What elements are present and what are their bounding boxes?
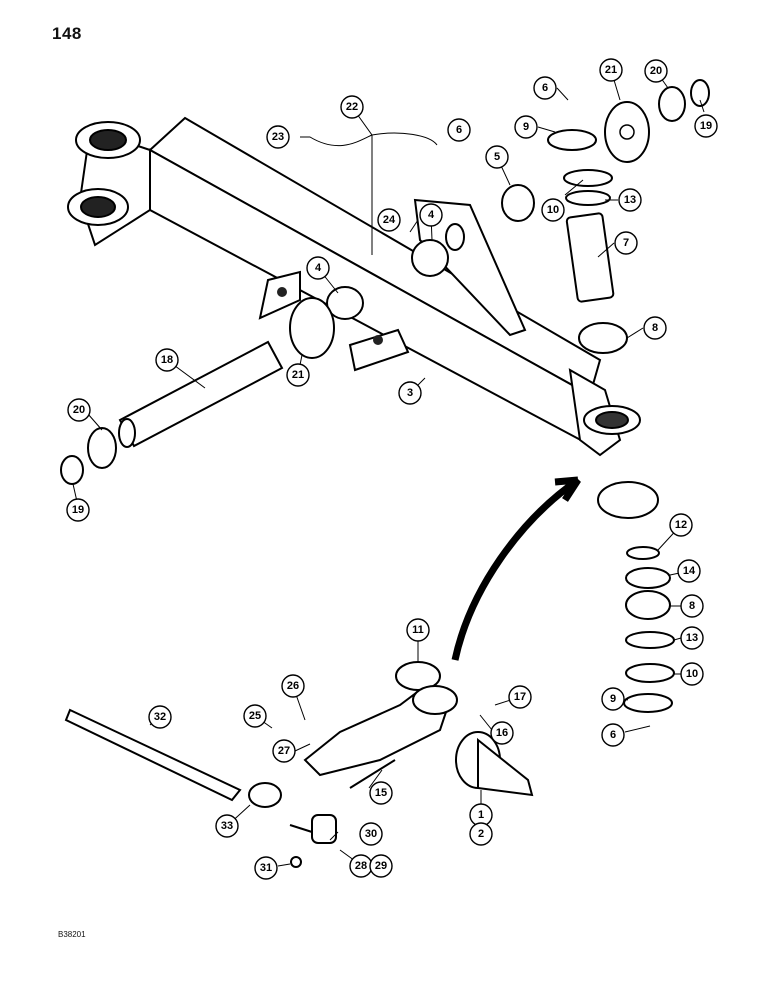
callout-17: 17 bbox=[508, 685, 532, 709]
svg-text:27: 27 bbox=[278, 745, 290, 757]
svg-text:22: 22 bbox=[346, 101, 358, 113]
callout-18: 18 bbox=[155, 348, 179, 372]
svg-text:7: 7 bbox=[623, 237, 629, 249]
svg-text:18: 18 bbox=[161, 354, 173, 366]
svg-text:6: 6 bbox=[610, 729, 616, 741]
callout-15: 15 bbox=[369, 781, 393, 805]
svg-text:24: 24 bbox=[383, 214, 396, 226]
svg-text:12: 12 bbox=[675, 519, 687, 531]
axle-beam bbox=[67, 116, 641, 457]
callout-33: 33 bbox=[215, 814, 239, 838]
svg-text:16: 16 bbox=[496, 727, 508, 739]
svg-text:1: 1 bbox=[478, 809, 484, 821]
callout-6: 6 bbox=[447, 118, 471, 142]
callout-32: 32 bbox=[148, 705, 172, 729]
callout-22: 22 bbox=[340, 95, 364, 119]
callout-30: 30 bbox=[359, 822, 383, 846]
svg-text:20: 20 bbox=[650, 65, 662, 77]
svg-text:30: 30 bbox=[365, 828, 377, 840]
callout-19: 19 bbox=[66, 498, 90, 522]
svg-text:21: 21 bbox=[292, 369, 304, 381]
callout-31: 31 bbox=[254, 856, 278, 880]
callout-21: 21 bbox=[286, 363, 310, 387]
svg-text:25: 25 bbox=[249, 710, 261, 722]
callout-4: 4 bbox=[306, 256, 330, 280]
callout-20: 20 bbox=[67, 398, 91, 422]
svg-text:21: 21 bbox=[605, 64, 617, 76]
svg-text:8: 8 bbox=[689, 600, 695, 612]
svg-text:4: 4 bbox=[428, 209, 435, 221]
callout-23: 23 bbox=[266, 125, 290, 149]
steering-spindle bbox=[64, 685, 534, 868]
callout-7: 7 bbox=[614, 231, 638, 255]
king-pin-upper-stack bbox=[289, 79, 710, 359]
callout-10: 10 bbox=[680, 662, 704, 686]
svg-text:6: 6 bbox=[456, 124, 462, 136]
svg-text:19: 19 bbox=[700, 120, 712, 132]
callout-26: 26 bbox=[281, 674, 305, 698]
svg-text:8: 8 bbox=[652, 322, 658, 334]
svg-text:23: 23 bbox=[272, 131, 284, 143]
callout-5: 5 bbox=[485, 145, 509, 169]
king-pin-lower-stack bbox=[395, 481, 675, 713]
svg-text:19: 19 bbox=[72, 504, 84, 516]
callout-20: 20 bbox=[644, 59, 668, 83]
callout-9: 9 bbox=[601, 687, 625, 711]
svg-text:13: 13 bbox=[686, 632, 698, 644]
callout-4: 4 bbox=[419, 203, 443, 227]
svg-text:3: 3 bbox=[407, 387, 413, 399]
assembly-arrow bbox=[451, 476, 581, 661]
svg-text:6: 6 bbox=[542, 82, 548, 94]
callout-24: 24 bbox=[377, 208, 401, 232]
callout-13: 13 bbox=[618, 188, 642, 212]
svg-text:33: 33 bbox=[221, 820, 233, 832]
callout-6: 6 bbox=[533, 76, 557, 100]
callout-6: 6 bbox=[601, 723, 625, 747]
callout-19: 19 bbox=[694, 114, 718, 138]
callout-10: 10 bbox=[541, 198, 565, 222]
svg-text:10: 10 bbox=[686, 668, 698, 680]
callout-9: 9 bbox=[514, 115, 538, 139]
svg-text:10: 10 bbox=[547, 204, 559, 216]
callout-27: 27 bbox=[272, 739, 296, 763]
svg-text:20: 20 bbox=[73, 404, 85, 416]
svg-text:32: 32 bbox=[154, 711, 166, 723]
callout-3: 3 bbox=[398, 381, 422, 405]
page-number: 148 bbox=[52, 24, 82, 43]
svg-text:11: 11 bbox=[412, 624, 424, 636]
svg-text:17: 17 bbox=[514, 691, 526, 703]
callout-14: 14 bbox=[677, 559, 701, 583]
callout-8: 8 bbox=[643, 316, 667, 340]
svg-text:4: 4 bbox=[315, 262, 322, 274]
callout-29: 29 bbox=[369, 854, 393, 878]
svg-text:15: 15 bbox=[375, 787, 387, 799]
svg-text:5: 5 bbox=[494, 151, 500, 163]
callout-12: 12 bbox=[669, 513, 693, 537]
svg-text:31: 31 bbox=[260, 862, 272, 874]
callout-28: 28 bbox=[349, 854, 373, 878]
callout-16: 16 bbox=[490, 721, 514, 745]
svg-text:9: 9 bbox=[610, 693, 616, 705]
svg-text:29: 29 bbox=[375, 860, 387, 872]
svg-text:13: 13 bbox=[624, 194, 636, 206]
callout-13: 13 bbox=[680, 626, 704, 650]
figure-code: B38201 bbox=[58, 930, 86, 939]
callout-25: 25 bbox=[243, 704, 267, 728]
callout-8: 8 bbox=[680, 594, 704, 618]
callout-21: 21 bbox=[599, 58, 623, 82]
pivot-pin bbox=[60, 340, 284, 485]
svg-text:28: 28 bbox=[355, 860, 367, 872]
callout-11: 11 bbox=[406, 618, 430, 642]
svg-text:14: 14 bbox=[683, 565, 696, 577]
svg-text:26: 26 bbox=[287, 680, 299, 692]
svg-text:9: 9 bbox=[523, 121, 529, 133]
svg-text:2: 2 bbox=[478, 828, 484, 840]
callout-2: 2 bbox=[469, 822, 493, 846]
